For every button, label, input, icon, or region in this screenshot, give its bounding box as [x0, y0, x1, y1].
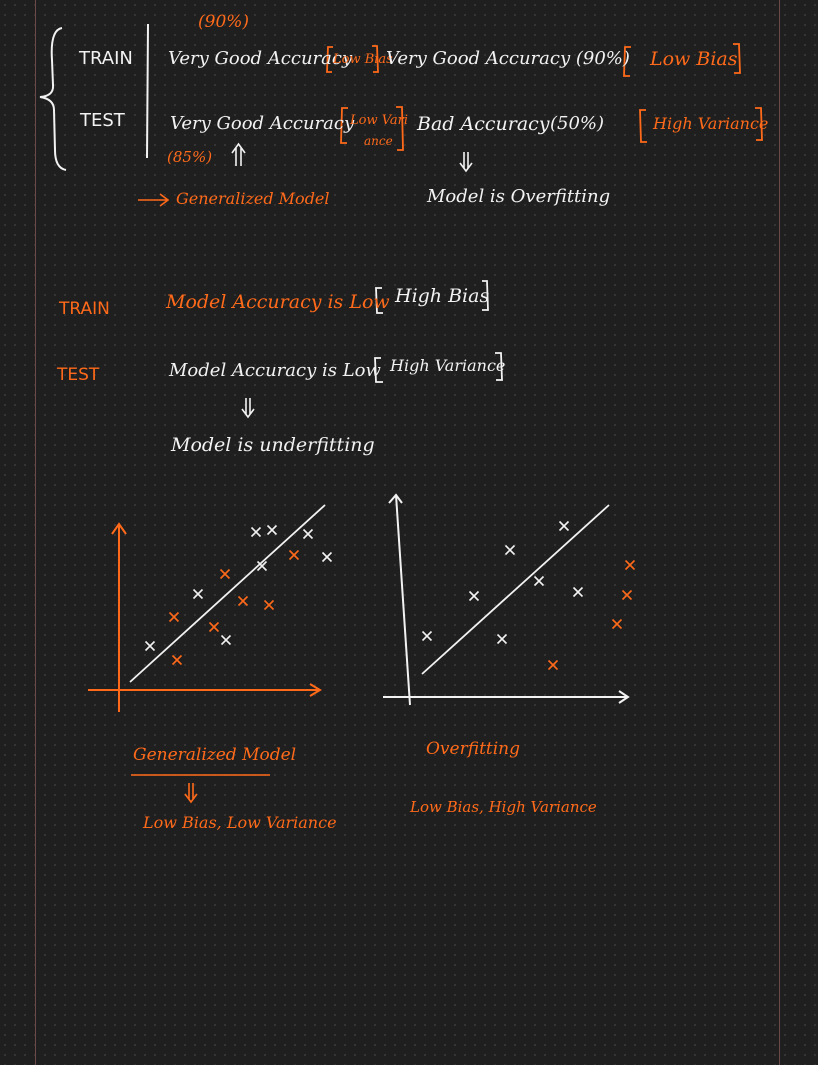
train-right-tag: Low Bias: [650, 48, 738, 70]
plot-2-caption: Overfitting: [426, 739, 520, 759]
plot-1-orange-point-1: [171, 654, 183, 666]
test-left-tag-1: Low Vari: [350, 113, 409, 128]
plot-1-orange-point-5: [237, 595, 249, 607]
middle-test-text: Model Accuracy is Low: [169, 360, 381, 381]
test-right-percent: (50%): [550, 113, 605, 134]
bracket-low-bias-2: [623, 43, 741, 77]
test-left-text: Very Good Accuracy: [170, 113, 355, 134]
plot-1-white-point-2: [192, 588, 204, 600]
right-arrow: [138, 193, 170, 207]
plot-1-white-point-8: [220, 634, 232, 646]
bracket-low-variance: [340, 106, 404, 151]
table-divider: [146, 23, 149, 159]
plot-2-white-point-7: [496, 633, 508, 645]
plot-1-white-point-7: [321, 551, 333, 563]
middle-test-label: TEST: [57, 365, 100, 385]
plot-1-orange-point-7: [288, 549, 300, 561]
bracket-low-bias-1: [326, 45, 379, 73]
generalized-result: Generalized Model: [176, 189, 330, 208]
double-down-arrow-2: [241, 398, 255, 419]
test-percent: (85%): [167, 148, 213, 166]
plot-1-subcaption: Low Bias, Low Variance: [143, 813, 337, 832]
plot-1-orange-point-3: [208, 621, 220, 633]
plot-1-orange-point-4: [219, 568, 231, 580]
plot-2-white-point-6: [572, 586, 584, 598]
curly-brace: [39, 27, 67, 171]
test-left-tag-2: ance: [364, 134, 393, 148]
train-left-text: Very Good Accuracy: [168, 48, 353, 69]
plot-2-white-point-5: [558, 520, 570, 532]
plot-1-caption: Generalized Model: [133, 745, 297, 765]
plot-1-orange-point-2: [168, 611, 180, 623]
plot-points: [144, 520, 636, 671]
plot-1-axes: [88, 522, 322, 712]
plot-2-subcaption: Low Bias, High Variance: [410, 798, 597, 816]
plot-2-white-point-1: [421, 630, 433, 642]
plot-1-white-point-6: [302, 528, 314, 540]
page-border-left: [35, 0, 36, 1065]
plot-2-white-point-4: [533, 575, 545, 587]
middle-train-label: TRAIN: [59, 299, 110, 319]
train-percent: (90%): [198, 12, 250, 32]
plot-2-orange-point-1: [547, 659, 559, 671]
plot-2-orange-point-3: [621, 589, 633, 601]
bracket-high-variance-2: [374, 352, 503, 383]
plot-2-fit-line: [421, 504, 610, 675]
plot-1-white-point-3: [250, 526, 262, 538]
plot-1-white-point-1: [144, 640, 156, 652]
train-label: TRAIN: [79, 48, 133, 69]
plot-2-orange-point-4: [611, 618, 623, 630]
plot-2-white-point-3: [504, 544, 516, 556]
double-down-arrow: [459, 152, 473, 173]
plot-1-orange-point-6: [263, 599, 275, 611]
plot-2-white-point-2: [468, 590, 480, 602]
plot-1-white-point-4: [266, 524, 278, 536]
middle-test-tag: High Variance: [390, 356, 506, 375]
page-border-right: [779, 0, 780, 1065]
plot-1-white-point-5: [256, 560, 268, 572]
underfitting-result: Model is underfitting: [171, 434, 375, 456]
bracket-high-variance: [639, 107, 763, 143]
test-right-tag: High Variance: [653, 114, 769, 133]
bracket-high-bias: [375, 280, 489, 314]
overfitting-result: Model is Overfitting: [427, 186, 611, 207]
train-right-text: Very Good Accuracy (90%): [386, 48, 630, 69]
middle-train-text: Model Accuracy is Low: [166, 291, 390, 313]
plot-2-axes: [383, 493, 630, 706]
train-left-tag: Low Bias: [333, 52, 393, 67]
double-down-arrow-3: [184, 783, 198, 804]
plot-1-fit-line: [129, 504, 326, 683]
test-label: TEST: [80, 110, 125, 131]
middle-train-tag: High Bias: [395, 285, 490, 307]
test-right-text: Bad Accuracy: [417, 113, 550, 135]
plot-2-orange-point-2: [624, 559, 636, 571]
double-up-arrow: [231, 142, 246, 166]
